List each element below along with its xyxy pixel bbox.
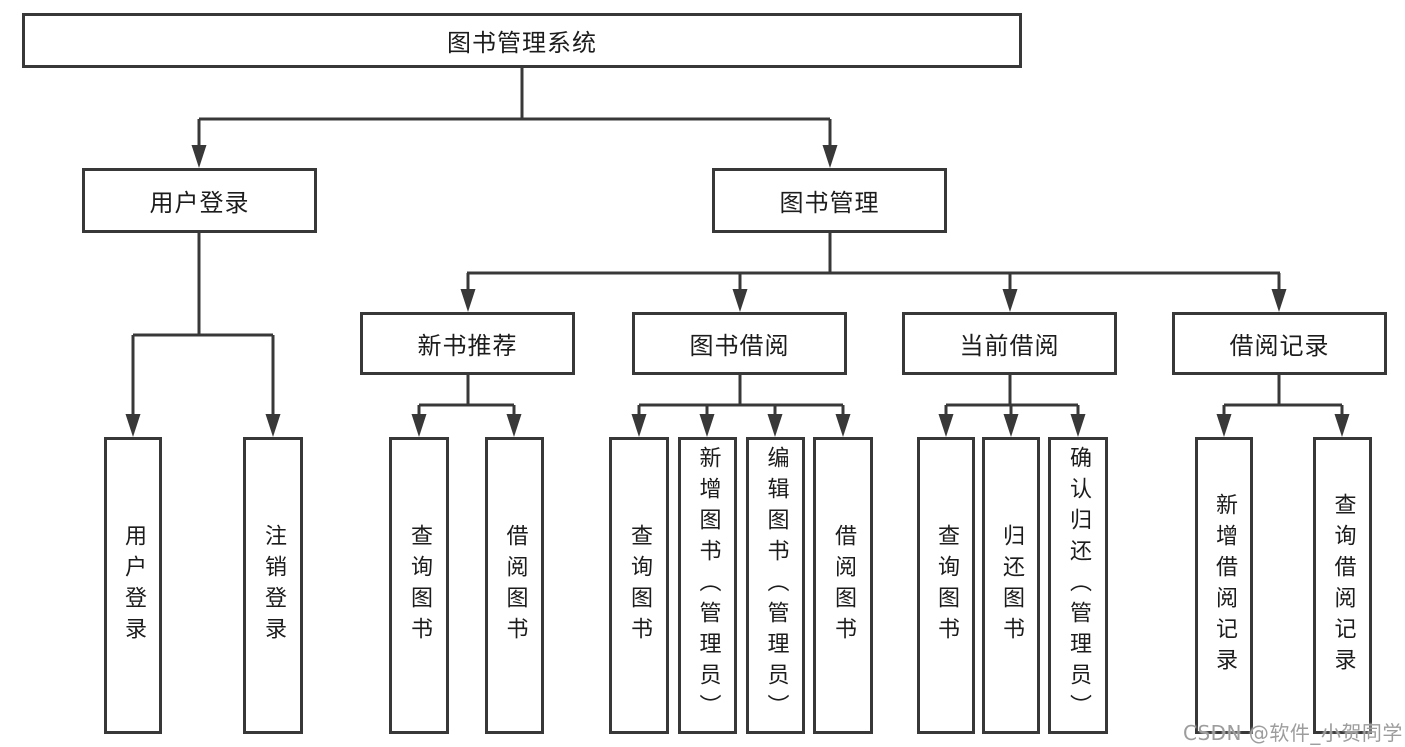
arrowhead	[1002, 289, 1018, 312]
node-label: 新增图书（管理员）	[695, 446, 721, 725]
node-book-borrow: 图书借阅	[632, 312, 847, 375]
arrowhead	[506, 414, 522, 437]
node-records-add-record: 新增借阅记录	[1195, 437, 1253, 734]
node-label: 查询图书	[627, 523, 652, 648]
node-library-system: 图书管理系统	[22, 13, 1022, 68]
connector-user-login	[131, 233, 275, 416]
node-borrow-query-books: 查询图书	[609, 437, 669, 734]
arrowhead	[1070, 414, 1086, 437]
arrowhead	[732, 289, 748, 312]
node-label: 新书推荐	[417, 332, 518, 360]
connector-book-management	[466, 233, 1281, 291]
node-recommend-query-books: 查询图书	[389, 437, 449, 734]
arrowhead	[767, 414, 783, 437]
connector-root	[197, 68, 832, 147]
node-label: 借阅图书	[831, 523, 856, 648]
arrowhead	[835, 414, 851, 437]
node-current-query-books: 查询图书	[917, 437, 975, 734]
node-logout: 注销登录	[243, 437, 303, 734]
node-label: 查询图书	[934, 523, 959, 648]
arrowhead	[822, 145, 838, 168]
arrowhead	[460, 289, 476, 312]
node-borrow-records: 借阅记录	[1172, 312, 1387, 375]
node-label: 图书管理系统	[447, 29, 597, 57]
node-user-login-action: 用户登录	[104, 437, 162, 734]
node-label: 借阅记录	[1229, 332, 1330, 360]
node-label: 当前借阅	[959, 332, 1060, 360]
arrowhead	[1334, 414, 1350, 437]
arrowhead	[938, 414, 954, 437]
arrowhead	[631, 414, 647, 437]
arrowhead	[191, 145, 207, 168]
connector-new-book-recommend	[417, 375, 516, 416]
node-label: 图书借阅	[689, 332, 790, 360]
node-label: 编辑图书（管理员）	[763, 446, 789, 725]
node-current-confirm-return-admin: 确认归还（管理员）	[1048, 437, 1108, 734]
node-new-book-recommend: 新书推荐	[360, 312, 575, 375]
arrowhead	[125, 414, 141, 437]
connector-borrow-records	[1222, 375, 1344, 416]
node-borrow-edit-books-admin: 编辑图书（管理员）	[746, 437, 805, 734]
node-label: 注销登录	[261, 523, 286, 648]
node-label: 新增借阅记录	[1212, 492, 1237, 679]
watermark: CSDN @软件_小贺同学	[1183, 721, 1403, 745]
node-borrow-borrow-books: 借阅图书	[813, 437, 873, 734]
node-label: 用户登录	[149, 189, 250, 217]
connector-book-borrow	[637, 375, 845, 416]
node-label: 用户登录	[121, 523, 146, 648]
node-recommend-borrow-books: 借阅图书	[485, 437, 544, 734]
arrowhead	[265, 414, 281, 437]
node-current-borrow: 当前借阅	[902, 312, 1117, 375]
node-label: 查询借阅记录	[1330, 492, 1356, 679]
arrowhead	[411, 414, 427, 437]
connector-current-borrow	[944, 375, 1080, 416]
arrowhead	[1003, 414, 1019, 437]
arrowhead	[699, 414, 715, 437]
node-label: 归还图书	[999, 523, 1024, 648]
node-label: 查询图书	[407, 523, 432, 648]
node-label: 图书管理	[779, 189, 880, 217]
node-borrow-add-books-admin: 新增图书（管理员）	[678, 437, 737, 734]
arrowhead	[1271, 289, 1287, 312]
node-label: 借阅图书	[502, 523, 528, 648]
node-user-login: 用户登录	[82, 168, 317, 233]
arrowhead	[1216, 414, 1232, 437]
node-current-return-books: 归还图书	[982, 437, 1040, 734]
node-book-management: 图书管理	[712, 168, 947, 233]
node-label: 确认归还（管理员）	[1066, 446, 1091, 725]
node-records-query-record: 查询借阅记录	[1313, 437, 1372, 734]
